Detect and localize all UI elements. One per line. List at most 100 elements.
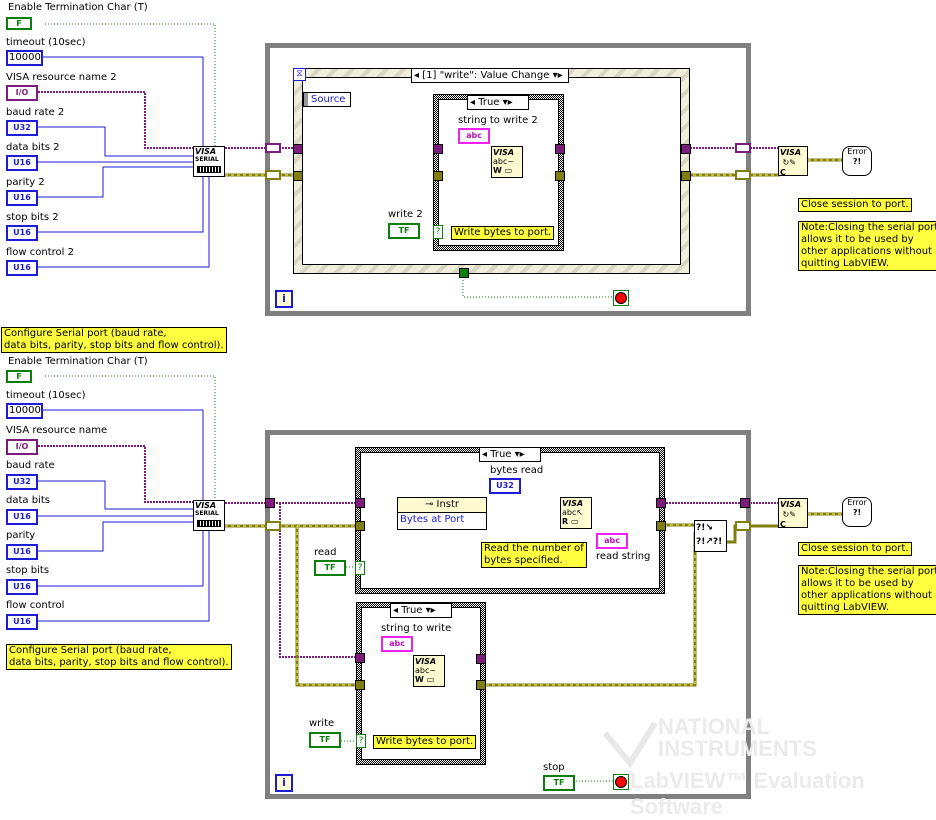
string-to-write-control-bottom[interactable]: abc [381,636,413,652]
flow-control-top[interactable]: U16 [6,260,38,276]
watermark-line2: INSTRUMENTS [658,736,817,761]
serial-label: SERIAL [195,156,219,163]
simple-error-handler-top[interactable]: Error?! [842,146,872,176]
write-bool-control-bottom[interactable]: TF [309,732,341,748]
property-node-bytes-at-port[interactable]: ⊸ Instr Bytes at Port [397,497,487,530]
simple-error-handler-bottom[interactable]: Error?! [842,497,872,527]
enable-term-control-top[interactable]: F [6,17,32,30]
parity-label-top: parity 2 [6,177,45,188]
write-note-bottom: Write bytes to port. [373,735,477,749]
event-timeout-terminal [459,268,469,278]
flow-label-top: flow control 2 [6,247,74,258]
databits-control-top[interactable]: U16 [6,155,38,171]
timeout-label-top: timeout (10sec) [6,37,86,48]
stop-label: stop [543,762,565,773]
shift-register-error-left-top [265,170,281,180]
parity-control-bottom[interactable]: U16 [6,544,38,560]
shift-register-refnum-left-top [265,143,281,153]
tunnel [476,654,486,664]
flow-control-bottom[interactable]: U16 [6,614,38,630]
write-bool-control-top[interactable]: TF [388,223,420,239]
visa-close-node-bottom[interactable]: VISA ↻✎C [778,498,808,529]
case-selector-write-bottom[interactable]: ◂ True ▾▸ [390,603,452,618]
case-selector-top[interactable]: ◂ True ▾▸ [467,95,529,110]
timeout-control-bottom[interactable]: 10000 [6,403,43,419]
dropdown-arrow-icon[interactable]: ▾▸ [552,70,563,81]
enable-term-control-bottom[interactable]: F [6,370,32,383]
flow-label-bottom: flow control [6,600,65,611]
stop-condition-icon-top[interactable] [613,290,629,306]
resource-control-bottom[interactable]: I/O [6,439,38,455]
stop-condition-icon-bottom[interactable] [613,774,629,790]
tunnel-refnum-left-bottom [265,498,275,508]
enable-term-label-bottom: Enable Termination Char (T) [8,356,148,367]
event-selector-top[interactable]: ◂ [1] "write": Value Change ▾▸ [411,68,569,83]
read-bool-control[interactable]: TF [314,560,346,576]
config-note-bottom: Configure Serial port (baud rate, data b… [6,644,232,670]
source-label: Source [311,94,346,105]
tunnel [656,521,666,531]
tunnel [355,653,365,663]
databits-control-bottom[interactable]: U16 [6,509,38,525]
baud-label-bottom: baud rate [6,460,55,471]
wire-timeout-top [40,56,204,152]
wire-resource-top [38,91,194,149]
event-data-node-source[interactable]: Source [303,92,351,107]
parity-control-top[interactable]: U16 [6,190,38,206]
wire-stop-top [462,274,613,298]
resource-label-bottom: VISA resource name [6,425,108,436]
write-note-top: Write bytes to port. [451,226,555,240]
write-bool-label-bottom: write [309,718,335,729]
property-bytes-at-port[interactable]: Bytes at Port [400,514,465,525]
case-selector-label: True [401,605,423,616]
shift-register-error-right-bottom [735,521,751,531]
wire-baud-top [38,126,194,157]
case-selector-terminal-icon: ? [356,734,366,748]
stop-control[interactable]: TF [543,775,575,791]
case-selector-label: True [490,449,512,460]
bytes-read-indicator: U32 [489,478,521,494]
tunnel [656,498,666,508]
timeout-control-top[interactable]: 10000 [6,50,43,66]
shift-register-error-left-bottom [265,521,281,531]
iteration-terminal-bottom: i [275,774,293,792]
stopbits-label-top: stop bits 2 [6,212,59,223]
ni-logo-icon [600,718,660,778]
wire-flow-top [38,176,210,268]
tunnel-refnum-right-bottom [740,498,750,508]
baud-control-bottom[interactable]: U32 [6,474,38,490]
stopbits-control-bottom[interactable]: U16 [6,579,38,595]
bytes-read-label: bytes read [490,465,544,476]
visa-label: VISA [195,501,217,510]
connector-icon [197,166,221,173]
merge-errors-node[interactable]: ?!↘?!↗?! [694,520,727,552]
connector-icon [197,520,221,527]
case-selector-read[interactable]: ◂ True ▾▸ [479,447,541,462]
string-to-write-control-top[interactable]: abc [458,128,490,144]
string-to-write-label-top: string to write 2 [458,115,538,126]
close-note-bottom: Close session to port. [798,542,912,556]
close-note2-top: Note:Closing the serial port allows it t… [798,221,936,271]
write-bool-label-top: write 2 [388,209,423,220]
read-bool-label: read [314,547,337,558]
visa-close-node-top[interactable]: VISA ↻✎C [778,146,808,177]
databits-label-top: data bits 2 [6,142,60,153]
visa-configure-serial-node-top[interactable]: VISA SERIAL [193,146,225,177]
visa-configure-serial-node-bottom[interactable]: VISA SERIAL [193,500,225,531]
hourglass-timeout-icon: ⧖ [293,68,306,81]
baud-control-top[interactable]: U32 [6,120,38,136]
error-label: Error [847,498,867,507]
prev-arrow-icon[interactable]: ◂ [414,70,420,81]
stopbits-control-top[interactable]: U16 [6,225,38,241]
event-selector-label: [1] "write": Value Change [422,70,550,81]
case-selector-terminal-icon: ? [355,561,365,575]
shift-register-refnum-right-top [735,143,751,153]
resource-control-top[interactable]: I/O [6,85,38,101]
while-loop-bottom[interactable] [265,430,751,799]
property-node-class: Instr [436,499,460,510]
visa-label: VISA [195,147,217,156]
case-selector-terminal-icon: ? [433,225,443,239]
